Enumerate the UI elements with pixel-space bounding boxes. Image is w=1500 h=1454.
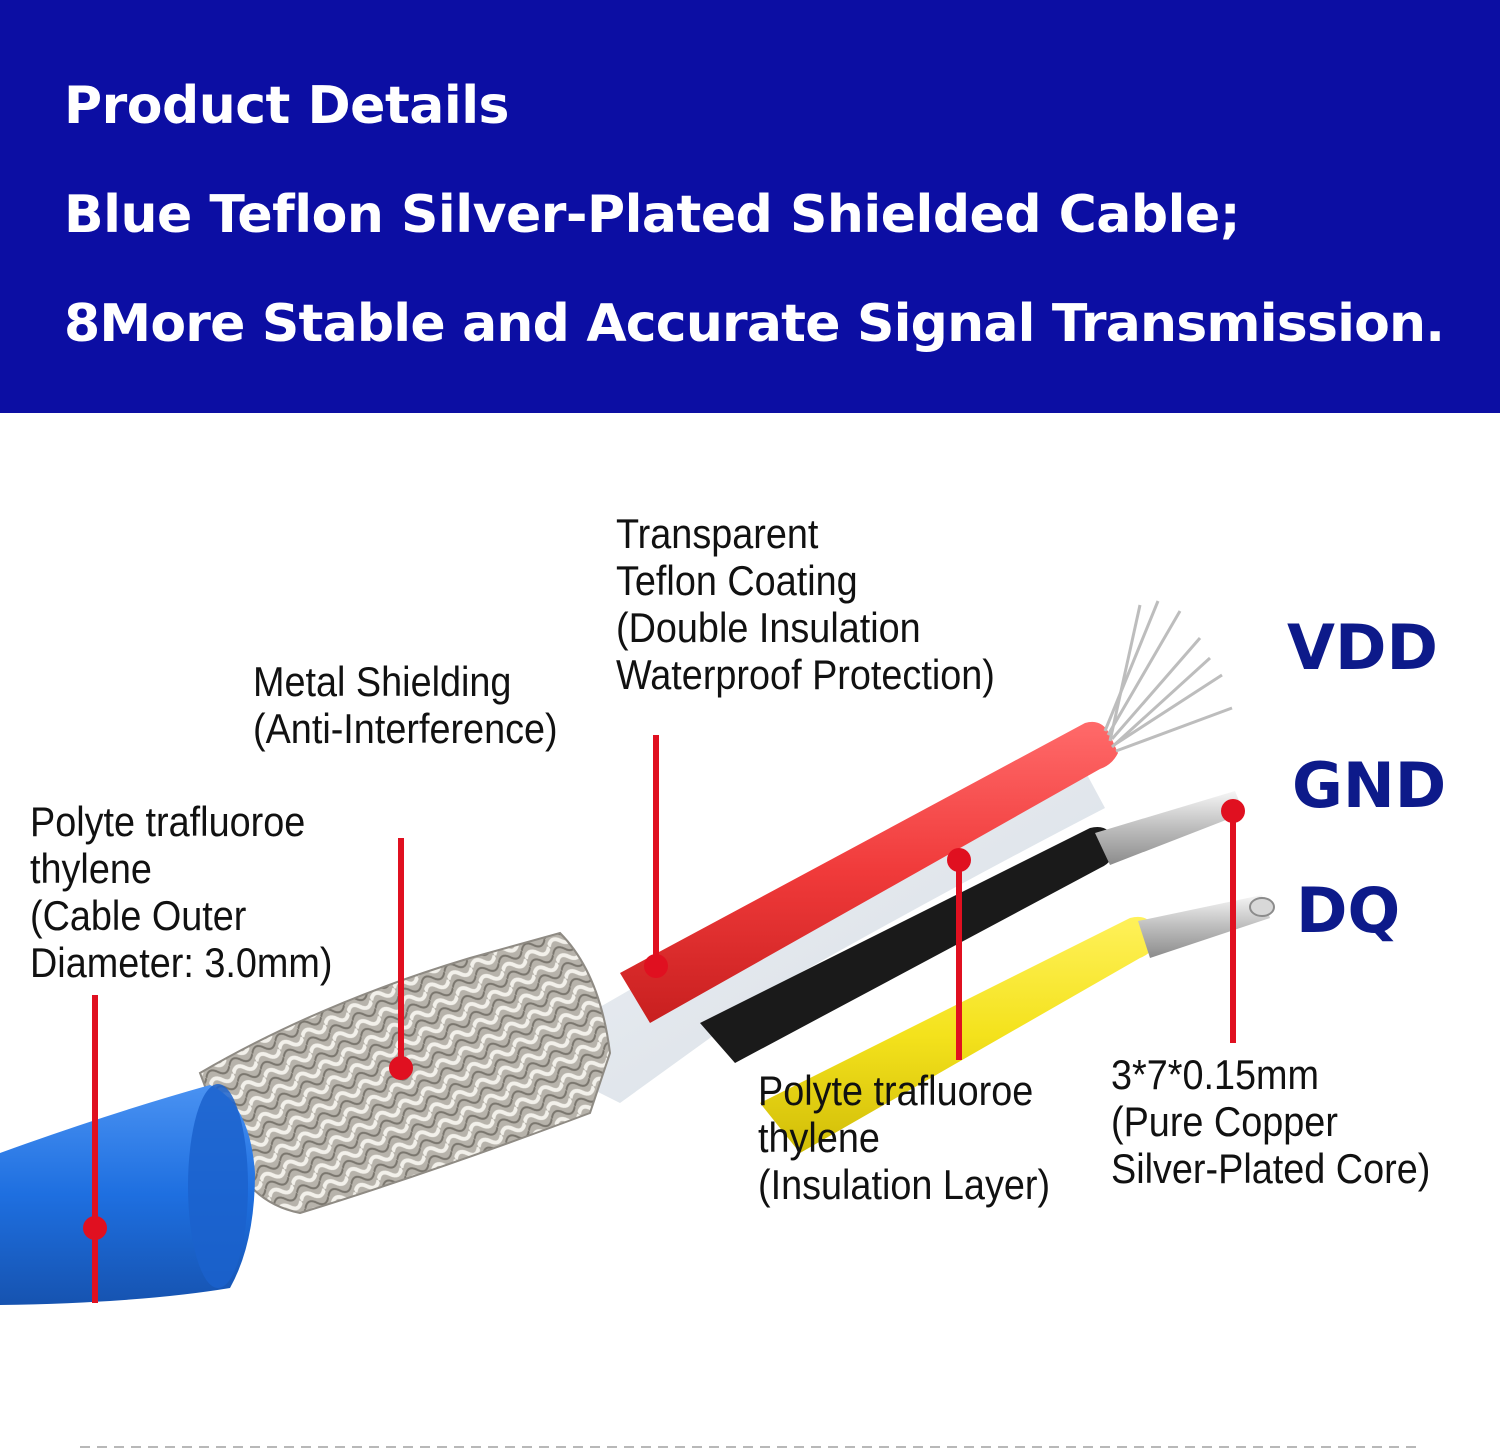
callout-line: Polyte trafluoroe xyxy=(758,1067,1034,1114)
callout-line: Teflon Coating xyxy=(616,557,858,604)
callout-line: Metal Shielding xyxy=(253,658,512,705)
callout-line: Transparent xyxy=(616,510,819,557)
callout-line: Polyte trafluoroe xyxy=(30,798,306,845)
callout-line: Silver-Plated Core) xyxy=(1111,1145,1431,1192)
callout-line: Diameter: 3.0mm) xyxy=(30,939,333,986)
black-wire xyxy=(700,827,1116,1063)
callout-metal-shielding: Metal Shielding (Anti-Interference) xyxy=(253,658,558,752)
callout-teflon-coating: Transparent Teflon Coating (Double Insul… xyxy=(616,510,995,698)
product-tagline: 8More Stable and Accurate Signal Transmi… xyxy=(64,294,1445,354)
pointer-dot-metal-shielding xyxy=(389,1056,413,1080)
callout-line: Waterproof Protection) xyxy=(616,651,995,698)
product-name: Blue Teflon Silver-Plated Shielded Cable… xyxy=(64,185,1241,245)
pointer-dot-teflon-coating xyxy=(644,954,668,978)
gnd-core xyxy=(1095,791,1244,865)
callout-line: 3*7*0.15mm xyxy=(1111,1051,1320,1098)
callout-line: thylene xyxy=(758,1114,880,1161)
callout-core: 3*7*0.15mm (Pure Copper Silver-Plated Co… xyxy=(1111,1051,1430,1192)
red-wire xyxy=(620,721,1118,1023)
cable-illustration xyxy=(0,600,1420,1448)
dq-core-tip xyxy=(1249,897,1275,917)
callout-line: (Pure Copper xyxy=(1111,1098,1338,1145)
vdd-strands xyxy=(1103,600,1233,753)
wire-label-gnd: GND xyxy=(1292,749,1447,822)
pointer-dot-outer-jacket xyxy=(83,1216,107,1240)
callout-line: (Double Insulation xyxy=(616,604,921,651)
callout-line: (Insulation Layer) xyxy=(758,1161,1051,1208)
callout-insulation-layer: Polyte trafluoroe thylene (Insulation La… xyxy=(758,1067,1050,1208)
wire-label-vdd: VDD xyxy=(1287,611,1438,684)
pointer-dot-core xyxy=(1221,799,1245,823)
cable-diagram: Polyte trafluoroe thylene (Cable Outer D… xyxy=(0,413,1500,1454)
callout-line: thylene xyxy=(30,845,152,892)
callout-outer-jacket: Polyte trafluoroe thylene (Cable Outer D… xyxy=(30,798,332,986)
dq-core xyxy=(1138,895,1270,958)
pointer-lines xyxy=(83,735,1245,1303)
wire-label-dq: DQ xyxy=(1296,874,1401,947)
callout-line: (Anti-Interference) xyxy=(253,705,558,752)
callout-line: (Cable Outer xyxy=(30,892,247,939)
header-banner: Product Details Blue Teflon Silver-Plate… xyxy=(0,0,1500,413)
jacket-end xyxy=(188,1084,248,1288)
page-title: Product Details xyxy=(64,76,510,136)
pointer-dot-insulation-layer xyxy=(947,848,971,872)
